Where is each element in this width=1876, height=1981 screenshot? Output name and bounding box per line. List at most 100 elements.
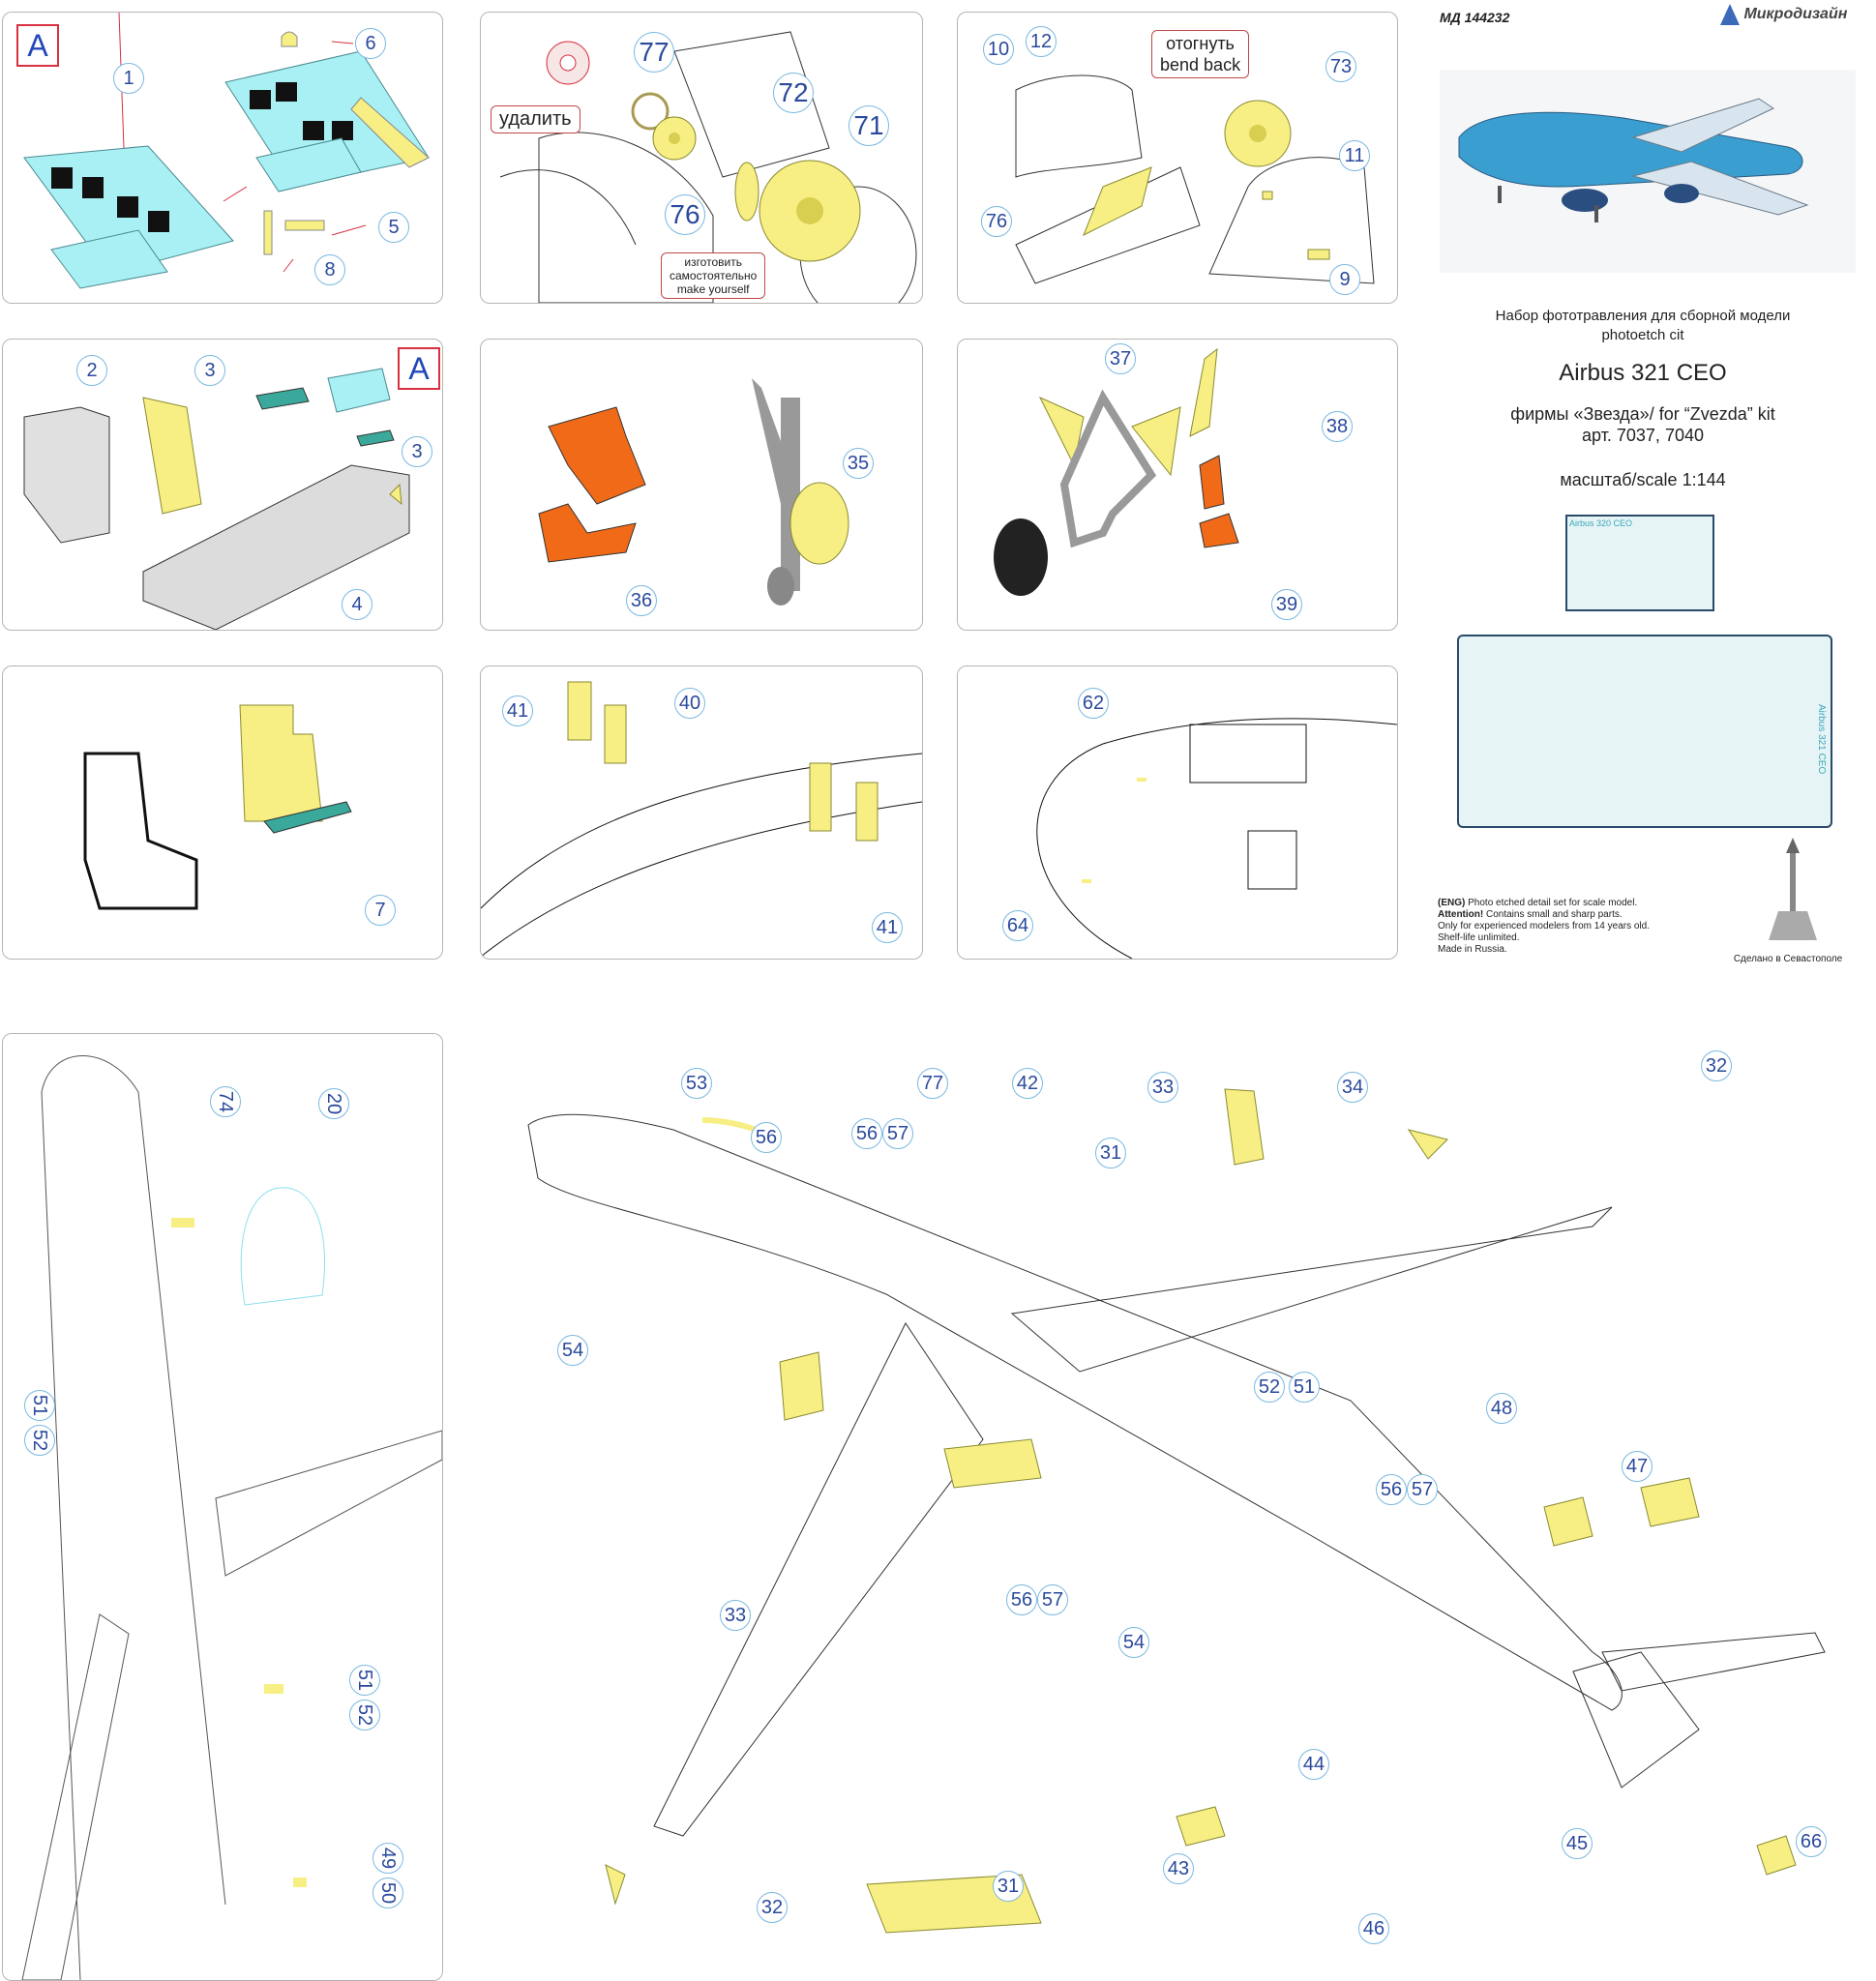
eng-attention: Attention! [1438,909,1484,920]
info-column: МД 144232 Микродизайн Набор фототравлени… [1430,0,1856,967]
callout-main-46: 46 [1358,1913,1389,1944]
panel-landing-gear-main: 37 38 39 [957,339,1398,631]
make-yourself-label: изготовить самостоятельно make yourself [661,252,766,299]
callout-part-76b: 76 [981,206,1012,237]
info-title: Airbus 321 CEO [1559,360,1727,386]
bend-back-label: отогнуть bend back [1151,30,1250,78]
aircraft-photo [1440,70,1856,273]
callout-part-62: 62 [1078,688,1109,719]
callout-part-40: 40 [674,688,705,719]
fret-large: Airbus 321 CEO [1457,635,1832,828]
callout-main-66: 66 [1796,1826,1827,1857]
cockpit-roof-drawing [481,681,922,958]
callout-part-50: 50 [372,1878,403,1908]
callout-part-10: 10 [983,34,1014,65]
info-kit: фирмы «Звезда»/ for “Zvezda” kit [1510,404,1775,424]
callout-main-54b: 54 [1118,1627,1149,1658]
callout-main-52: 52 [1254,1372,1285,1403]
make-yourself-ru-line2: самостоятельно [670,269,758,282]
callout-main-33a: 33 [1147,1072,1178,1103]
callout-main-51: 51 [1289,1372,1320,1403]
fret-small: Airbus 320 CEO [1565,515,1714,611]
remove-label: удалить [491,105,581,133]
panel-seat: 7 [2,665,443,960]
callout-part-38: 38 [1322,411,1353,442]
eng-warn: Contains small and sharp parts. [1483,909,1623,920]
callout-main-47: 47 [1622,1451,1653,1482]
made-in-label: Сделано в Севастополе [1733,954,1843,964]
callout-part-51a: 51 [24,1390,55,1421]
callout-main-57c: 57 [1037,1584,1068,1615]
panel-fuselage-top-view: 74 20 51 52 51 52 49 50 [2,1033,443,1981]
callout-part-52a: 52 [24,1425,55,1456]
callout-part-64: 64 [1002,910,1033,941]
callout-part-71: 71 [849,105,889,146]
eng-age: Only for experienced modelers from 14 ye… [1438,921,1650,931]
callout-main-44: 44 [1298,1749,1329,1780]
callout-main-43: 43 [1163,1853,1194,1884]
callout-part-41b: 41 [872,912,903,943]
monument-icon [1769,838,1817,940]
callout-part-73: 73 [1325,51,1356,82]
callout-part-5: 5 [378,212,409,243]
section-mark-a: A [16,24,59,67]
callout-part-2: 2 [76,355,107,386]
callout-part-3: 3 [194,355,225,386]
callout-part-36: 36 [626,585,657,616]
callout-part-8: 8 [314,254,345,285]
fret-large-label: Airbus 321 CEO [1816,704,1827,775]
info-line2: photoetch cit [1601,327,1684,343]
eng-made: Made in Russia. [1438,944,1507,955]
callout-main-31a: 31 [1095,1138,1126,1168]
panel-nose-cone: 62 64 [957,665,1398,960]
eng-desc-line: (ENG) Photo etched detail set for scale … [1438,898,1689,909]
callout-main-54a: 54 [557,1335,588,1366]
callout-part-72: 72 [773,73,814,113]
callout-main-42: 42 [1012,1068,1043,1099]
eng-lead: (ENG) [1438,898,1466,908]
eng-text: (ENG) Photo etched detail set for scale … [1438,898,1689,956]
callout-part-51b: 51 [349,1665,380,1696]
engine-nacelle-drawing [1015,74,1375,284]
callout-main-53: 53 [681,1068,712,1099]
callout-main-32b: 32 [757,1892,788,1923]
fuselage-top-view-drawing [21,1055,442,1980]
panel-cockpit-roof: 41 40 41 [480,665,923,960]
callout-main-32a: 32 [1701,1050,1732,1081]
panel-cockpit-instruments: A 1 6 5 8 [2,12,443,304]
eng-warn-line: Attention! Contains small and sharp part… [1438,909,1689,921]
info-scale: масштаб/scale 1:144 [1560,470,1726,489]
callout-main-57b: 57 [1407,1474,1438,1505]
brand-name: Микродизайн [1743,6,1848,23]
callout-main-56d: 56 [1006,1584,1037,1615]
callout-main-31b: 31 [993,1871,1024,1902]
info-line1: Набор фототравления для сборной модели [1495,308,1791,324]
callout-part-35: 35 [843,448,874,479]
callout-part-4: 4 [342,589,372,620]
callout-part-3b: 3 [402,436,432,467]
callout-main-48: 48 [1486,1393,1517,1424]
engine-fan-drawing [499,31,917,303]
panel-engine-fan: 77 72 71 76 удалить изготовить самостоят… [480,12,923,304]
callout-main-77: 77 [917,1068,948,1099]
bend-back-ru: отогнуть [1166,34,1235,53]
callout-part-1: 1 [113,63,144,94]
cockpit-instruments-drawing [23,13,430,289]
make-yourself-ru-line1: изготовить [684,255,742,269]
callout-main-33b: 33 [720,1600,751,1631]
callout-part-52b: 52 [349,1700,380,1730]
callout-part-77: 77 [634,32,674,73]
brand-mark-icon [1720,4,1740,25]
callout-part-37: 37 [1105,343,1136,374]
callout-main-56c: 56 [1376,1474,1407,1505]
main-airframe-diagram: 53 56 77 42 33 34 32 56 57 31 54 52 51 4… [480,1033,1876,1981]
seat-drawing [83,704,352,910]
section-mark-a-2: A [398,347,440,390]
callout-part-41: 41 [502,695,533,726]
callout-part-11: 11 [1339,140,1370,171]
bend-back-en: bend back [1160,55,1241,74]
panel-landing-gear-nose: 35 36 [480,339,923,631]
callout-main-56a: 56 [751,1122,782,1153]
eng-shelf: Shelf-life unlimited. [1438,932,1520,943]
callout-part-6: 6 [355,28,386,59]
